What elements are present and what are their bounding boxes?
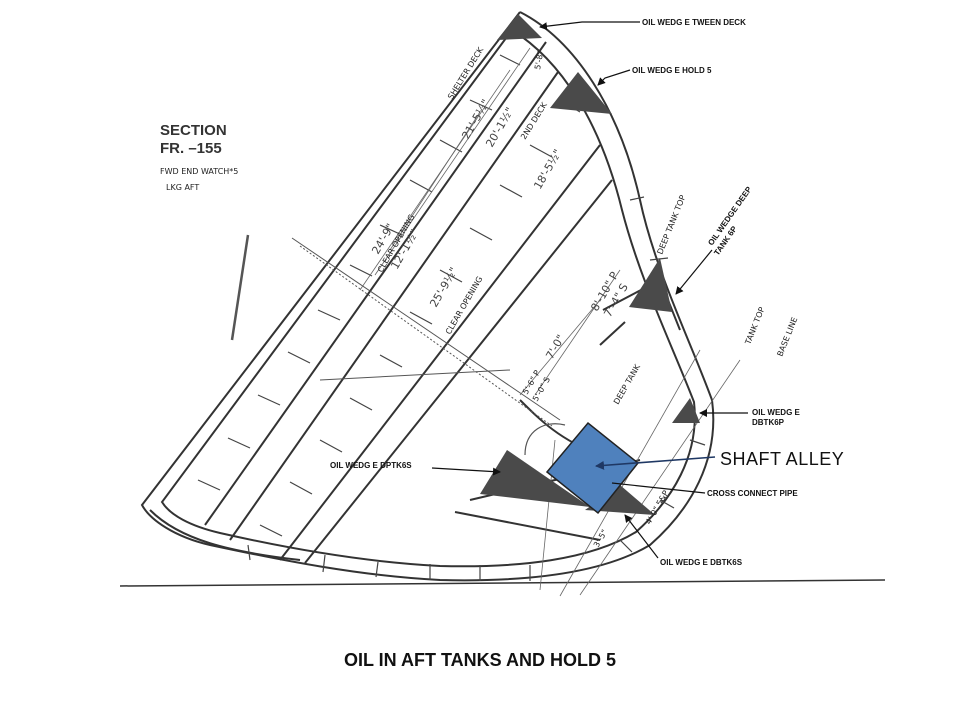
deck-lines — [230, 234, 561, 427]
shaft-alley-arrow — [595, 456, 716, 470]
wedge-dptk6s — [480, 450, 590, 507]
section-frame: FR. –155 — [160, 140, 222, 157]
label-deep-tank: DEEP TANK — [612, 362, 642, 406]
wedge-hold5 — [550, 72, 612, 114]
callout-cross-connect: CROSS CONNECT PIPE — [707, 489, 798, 498]
label-base-line: BASE LINE — [776, 316, 800, 358]
figure-caption: OIL IN AFT TANKS AND HOLD 5 — [344, 650, 616, 670]
callout-dptk6s: OIL WEDG E DPTK6S — [330, 461, 412, 470]
dim-13: 4'-0" 5&P — [644, 489, 671, 526]
dimension-lines — [359, 47, 741, 597]
section-lkg-note: LKG AFT — [166, 183, 199, 192]
hull-shell — [140, 11, 715, 582]
wedge-tween-deck — [497, 14, 542, 40]
shaft-alley-label: SHAFT ALLEY — [720, 449, 845, 469]
dim-2: 20'-1½" — [483, 105, 516, 149]
wedge-dbtk6p — [672, 398, 700, 423]
label-tank-top: TANK TOP — [743, 306, 767, 347]
section-title: SECTION — [160, 122, 227, 139]
dim-3: 18'-5½" — [531, 147, 564, 191]
label-deep-tank-top: DEEP TANK TOP — [656, 194, 688, 256]
callout-hold5: OIL WEDG E HOLD 5 — [632, 66, 712, 75]
callout-dbtk6p-l2: DBTK6P — [752, 418, 785, 427]
section-fwd-note: FWD END WATCH*5 — [160, 167, 238, 176]
callout-tween-deck: OIL WEDG E TWEEN DECK — [642, 18, 746, 27]
callout-dbtk6s: OIL WEDG E DBTK6S — [660, 558, 743, 567]
dim-12: 5'-8" — [533, 50, 545, 70]
wedge-deep-tank-6p — [629, 258, 672, 312]
dim-9: 7'-0" — [543, 332, 567, 361]
ground-line — [119, 579, 886, 587]
callout-arrows — [431, 21, 748, 559]
shaft-tunnel-outline — [524, 423, 566, 456]
callout-dbtk6p-l1: OIL WEDG E — [752, 408, 801, 417]
